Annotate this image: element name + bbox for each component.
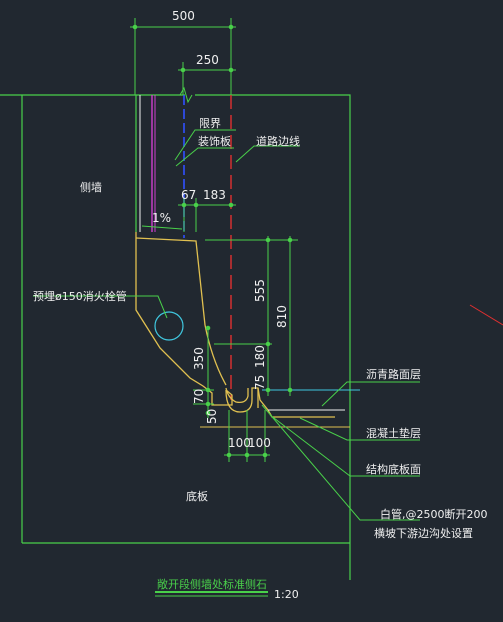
dim-50: 50: [205, 409, 219, 424]
label-decorative-panel: 装饰板: [198, 134, 231, 148]
structure-outline: [0, 94, 351, 580]
dim-183: 183: [203, 188, 226, 202]
label-embedded-pipe: 预埋ø150消火栓管: [33, 289, 127, 303]
dim-67: 67: [181, 188, 196, 202]
label-property-line: 限界: [199, 117, 221, 130]
drawing-scale: 1:20: [274, 588, 299, 601]
dim-70: 70: [192, 389, 206, 404]
dim-250: 250: [196, 53, 219, 67]
hydrant-pipe-icon: [154, 311, 184, 341]
label-base-slab-surface: 结构底板面: [366, 462, 421, 476]
label-pipe-note-2: 横坡下游边沟处设置: [374, 526, 473, 540]
dimension-lines: [130, 18, 298, 462]
label-side-wall: 侧墙: [80, 180, 102, 194]
break-symbol: [179, 86, 193, 104]
dim-100-left: 100: [228, 436, 251, 450]
label-concrete-cushion: 混凝土垫层: [366, 426, 421, 440]
dim-100-right: 100: [248, 436, 271, 450]
drawing-title: 敞开段侧墙处标准侧石: [157, 577, 267, 591]
dim-75: 75: [253, 375, 267, 390]
label-pipe-note-1: 白管,@2500断开200: [380, 507, 488, 521]
dim-555: 555: [253, 279, 267, 302]
dim-350: 350: [192, 347, 206, 370]
dim-810: 810: [275, 305, 289, 328]
label-road-edge-line: 道路边线: [256, 134, 300, 148]
label-asphalt-layer: 沥青路面层: [366, 368, 421, 381]
label-base-slab: 底板: [186, 489, 208, 503]
dim-180: 180: [253, 345, 267, 368]
dim-500: 500: [172, 9, 195, 23]
dim-slope: 1%: [152, 211, 171, 225]
leader-lines: [33, 129, 503, 521]
curb-profile: [135, 232, 335, 418]
